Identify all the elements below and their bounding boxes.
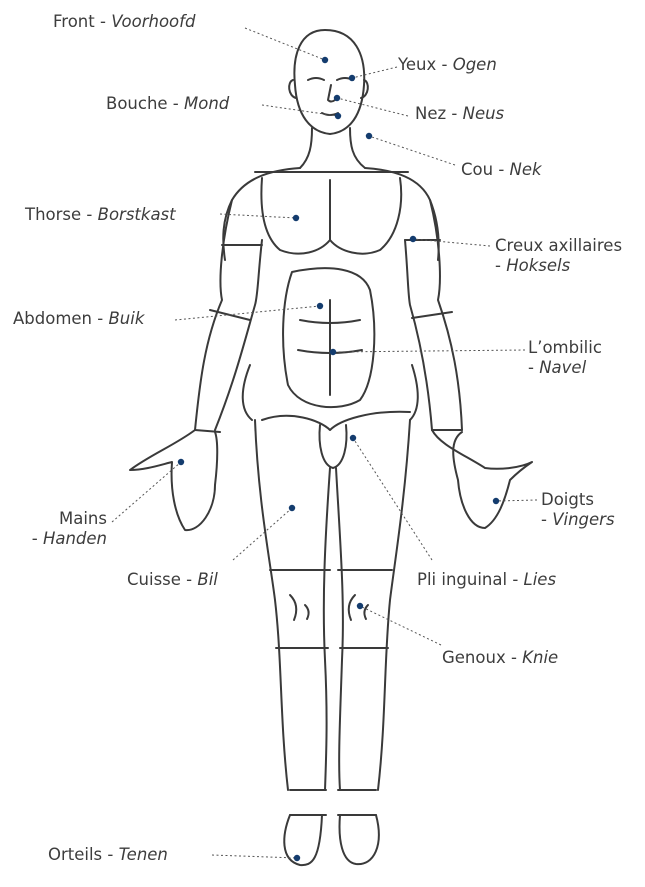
front-dot bbox=[322, 57, 328, 63]
label-yeux-fr: Yeux bbox=[398, 55, 436, 74]
label-nez: Nez - Neus bbox=[415, 104, 504, 124]
label-mains: Mains- Handen bbox=[4, 509, 107, 549]
nez-dot bbox=[334, 95, 340, 101]
label-front-nl: Voorhoofd bbox=[111, 12, 195, 31]
label-mains-fr: Mains bbox=[59, 509, 107, 528]
creux-dot bbox=[410, 236, 416, 242]
abdomen-dot bbox=[317, 303, 323, 309]
label-bouche-fr: Bouche bbox=[106, 94, 168, 113]
label-bouche: Bouche - Mond bbox=[106, 94, 229, 114]
label-ombilic-fr: L’ombilic bbox=[528, 338, 602, 357]
label-cuisse-fr: Cuisse bbox=[127, 570, 181, 589]
label-abdomen-nl: Buik bbox=[108, 309, 144, 328]
label-cou: Cou - Nek bbox=[461, 160, 542, 180]
label-genoux-nl: Knie bbox=[522, 648, 558, 667]
orteils-dot bbox=[294, 855, 300, 861]
label-cuisse: Cuisse - Bil bbox=[127, 570, 218, 590]
label-cou-fr: Cou bbox=[461, 160, 493, 179]
bouche-dot bbox=[335, 113, 341, 119]
mains-dot bbox=[178, 459, 184, 465]
label-genoux: Genoux - Knie bbox=[442, 648, 558, 668]
label-orteils: Orteils - Tenen bbox=[48, 845, 168, 865]
label-bouche-nl: Mond bbox=[184, 94, 229, 113]
label-cuisse-nl: Bil bbox=[197, 570, 218, 589]
label-genoux-fr: Genoux bbox=[442, 648, 506, 667]
label-nez-fr: Nez bbox=[415, 104, 446, 123]
label-orteils-fr: Orteils bbox=[48, 845, 102, 864]
label-creux-fr: Creux axillaires bbox=[495, 236, 622, 255]
label-abdomen: Abdomen - Buik bbox=[13, 309, 144, 329]
label-doigts-nl: Vingers bbox=[552, 510, 614, 529]
label-ombilic-nl: Navel bbox=[539, 358, 586, 377]
label-doigts: Doigts- Vingers bbox=[541, 490, 615, 530]
pli-dot bbox=[350, 435, 356, 441]
label-ombilic: L’ombilic- Navel bbox=[528, 338, 602, 378]
label-creux: Creux axillaires- Hoksels bbox=[495, 236, 622, 276]
doigts-dot bbox=[493, 498, 499, 504]
label-mains-nl: Handen bbox=[43, 529, 107, 548]
label-orteils-nl: Tenen bbox=[119, 845, 168, 864]
cou-dot bbox=[366, 133, 372, 139]
label-doigts-fr: Doigts bbox=[541, 490, 594, 509]
label-abdomen-fr: Abdomen bbox=[13, 309, 92, 328]
label-creux-nl: Hoksels bbox=[506, 256, 570, 275]
ombilic-dot bbox=[330, 349, 336, 355]
thorse-dot bbox=[293, 215, 299, 221]
label-front: Front - Voorhoofd bbox=[53, 12, 195, 32]
yeux-dot bbox=[349, 75, 355, 81]
label-yeux: Yeux - Ogen bbox=[398, 55, 497, 75]
label-nez-nl: Neus bbox=[463, 104, 505, 123]
label-thorse-fr: Thorse bbox=[25, 205, 81, 224]
label-pli-fr: Pli inguinal bbox=[417, 570, 507, 589]
label-yeux-nl: Ogen bbox=[453, 55, 497, 74]
cuisse-dot bbox=[289, 505, 295, 511]
genoux-dot bbox=[357, 603, 363, 609]
body-outline bbox=[130, 30, 532, 865]
label-thorse: Thorse - Borstkast bbox=[25, 205, 176, 225]
label-front-fr: Front bbox=[53, 12, 95, 31]
label-pli: Pli inguinal - Lies bbox=[417, 570, 556, 590]
label-thorse-nl: Borstkast bbox=[98, 205, 176, 224]
label-pli-nl: Lies bbox=[524, 570, 557, 589]
anchor-dots bbox=[178, 57, 499, 861]
label-cou-nl: Nek bbox=[510, 160, 542, 179]
